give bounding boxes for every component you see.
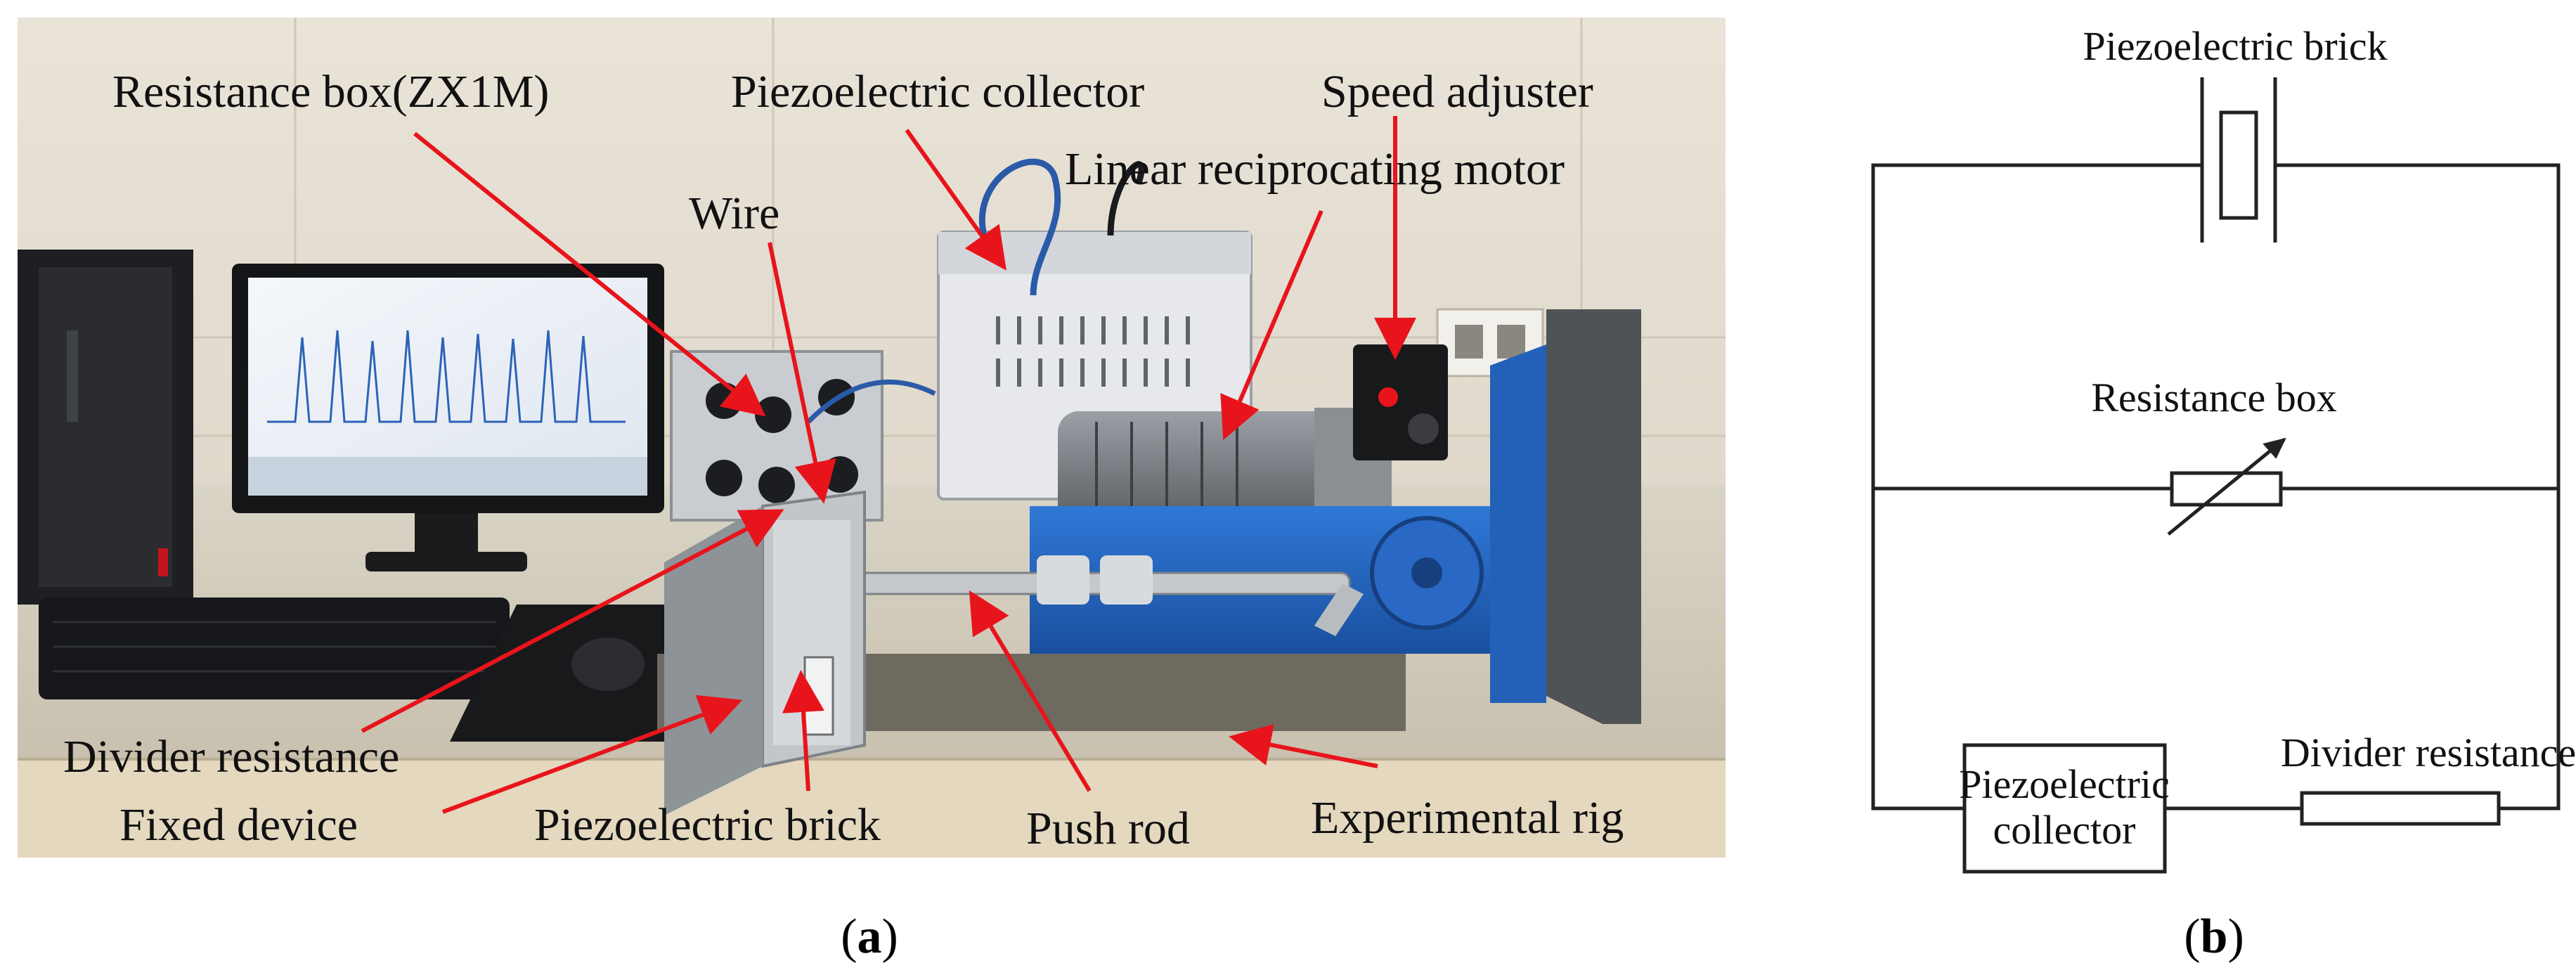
label-fixed-device: Fixed device	[119, 799, 358, 851]
variable-resistor-arrowhead	[2263, 437, 2286, 459]
desk-front-edge	[18, 759, 1726, 858]
signal-cable	[806, 380, 936, 424]
circuit-panel: Piezoelectric brick Resistance box Piezo…	[1871, 23, 2576, 874]
arrow-linear-motor	[1220, 209, 1323, 441]
push-rod-device	[842, 555, 1364, 636]
label-experimental-rig: Experimental rig	[1311, 792, 1624, 844]
panel-b-caption: (b)	[2184, 910, 2244, 964]
arrow-fixed-device	[441, 695, 743, 814]
label-wire: Wire	[689, 188, 779, 239]
label-speed-adjuster: Speed adjuster	[1321, 66, 1593, 117]
panel-a-caption: (a)	[841, 910, 898, 964]
arrow-divider-resistance	[361, 509, 784, 733]
callout-arrows	[361, 116, 1416, 814]
photo-panel: Resistance box(ZX1M) Piezoelectric colle…	[18, 18, 1726, 858]
collector-vents	[996, 316, 1190, 387]
circuit-label-resistance-box: Resistance box	[2091, 375, 2337, 420]
circuit-label-collector-line1: Piezoelectric	[1959, 761, 2170, 807]
keyboard	[39, 598, 510, 699]
collector-box-symbol	[1962, 743, 2167, 874]
arrow-resistance-box	[413, 131, 766, 417]
arrow-piezo-brick	[782, 670, 824, 792]
circuit-label-piezo-brick: Piezoelectric brick	[2083, 23, 2387, 69]
wall-outlet-slot	[1497, 325, 1525, 359]
label-linear-motor: Linear reciprocating motor	[1065, 143, 1565, 195]
signal-cable	[1107, 161, 1145, 236]
variable-resistor-arrow	[2167, 438, 2286, 536]
mousepad	[450, 605, 692, 742]
label-piezo-collector: Piezoelectric collector	[731, 66, 1144, 117]
label-divider-resistance: Divider resistance	[63, 731, 399, 782]
circuit-label-collector-line2: collector	[1993, 807, 2136, 853]
speed-adjuster-device	[1353, 344, 1448, 460]
label-piezo-brick: Piezoelectric brick	[534, 799, 881, 851]
keyboard-keys	[53, 621, 496, 673]
divider-resistance-symbol	[2300, 791, 2501, 826]
pc-tower	[18, 250, 193, 605]
arrow-piezo-collector	[905, 129, 1007, 271]
circuit-wire-right-down	[2499, 489, 2561, 811]
piezo-brick-symbol	[2219, 110, 2258, 220]
circuit-label-divider-resistance: Divider resistance	[2281, 730, 2576, 775]
monitor	[232, 264, 664, 572]
screen-waveform	[267, 330, 626, 423]
label-resistance-box: Resistance box(ZX1M)	[112, 66, 549, 117]
circuit-wire-top-right	[2275, 163, 2561, 491]
arrow-experimental-rig	[1229, 723, 1378, 768]
arrow-wire	[768, 242, 836, 504]
wall-outlet-slot	[1455, 325, 1483, 359]
arrow-push-rod	[969, 590, 1092, 792]
mouse	[571, 638, 645, 691]
signal-cable	[979, 158, 1061, 296]
label-push-rod: Push rod	[1026, 803, 1190, 854]
piezo-brick-in-photo	[803, 656, 834, 736]
